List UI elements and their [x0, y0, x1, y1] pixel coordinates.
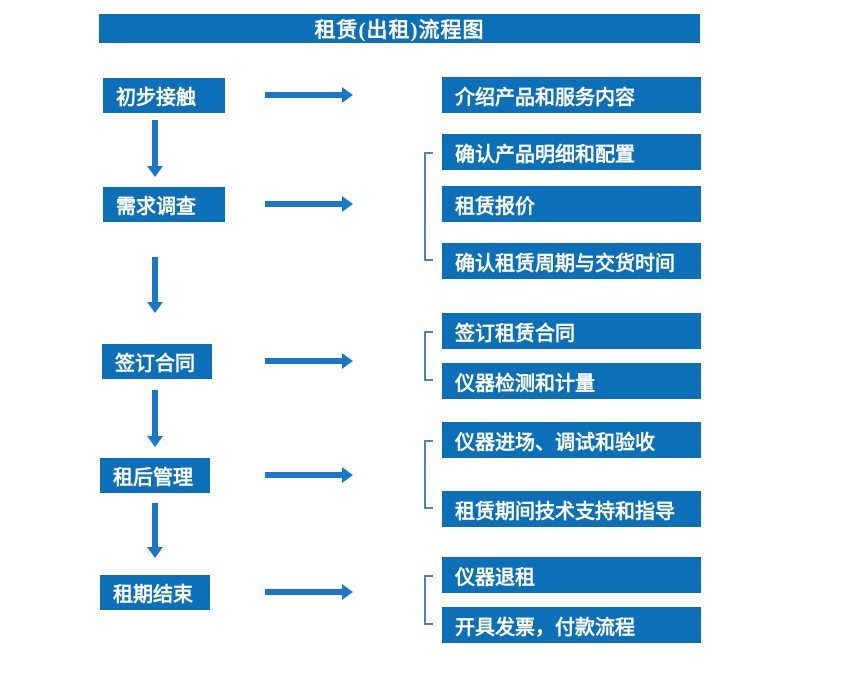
- detail-box-introduce-products: 介绍产品和服务内容: [442, 77, 701, 113]
- arrow-head: [342, 584, 353, 600]
- detail-box-invoice-payment: 开具发票，付款流程: [442, 607, 701, 643]
- bracket-connector: [424, 152, 433, 261]
- arrow-head: [147, 302, 163, 313]
- arrow-head: [147, 436, 163, 447]
- arrow-head: [342, 87, 353, 103]
- arrow-down-icon: [147, 120, 163, 177]
- flowchart-title: 租赁(出租)流程图: [99, 14, 700, 43]
- detail-box-rental-quote: 租赁报价: [442, 186, 701, 222]
- bracket-connector: [424, 440, 433, 509]
- arrow-right-icon: [265, 467, 353, 483]
- detail-box-instrument-setup: 仪器进场、调试和验收: [442, 422, 701, 458]
- bracket-connector: [424, 331, 433, 381]
- step-box-initial-contact: 初步接触: [103, 78, 225, 113]
- arrow-head: [147, 547, 163, 558]
- arrow-down-icon: [147, 503, 163, 558]
- arrow-head: [342, 467, 353, 483]
- step-box-sign-contract: 签订合同: [102, 344, 212, 379]
- detail-box-confirm-product-details: 确认产品明细和配置: [442, 134, 701, 170]
- arrow-right-icon: [265, 87, 353, 103]
- arrow-stem: [152, 257, 158, 303]
- arrow-stem: [152, 120, 158, 167]
- arrow-head: [342, 196, 353, 212]
- step-box-demand-survey: 需求调查: [103, 187, 225, 222]
- arrow-head: [147, 166, 163, 177]
- detail-box-confirm-rental-period: 确认租赁周期与交货时间: [442, 243, 701, 279]
- arrow-right-icon: [265, 196, 353, 212]
- arrow-stem: [265, 358, 343, 364]
- arrow-stem: [265, 201, 343, 207]
- detail-box-technical-support: 租赁期间技术支持和指导: [442, 491, 701, 527]
- detail-box-instrument-testing: 仪器检测和计量: [442, 363, 701, 399]
- arrow-down-icon: [147, 257, 163, 313]
- detail-box-instrument-return: 仪器退租: [442, 557, 701, 593]
- arrow-stem: [152, 390, 158, 437]
- arrow-stem: [265, 92, 343, 98]
- arrow-right-icon: [265, 584, 353, 600]
- step-box-rental-end: 租期结束: [100, 575, 210, 610]
- detail-box-sign-rental-contract: 签订租赁合同: [442, 313, 701, 349]
- arrow-stem: [265, 589, 343, 595]
- step-box-post-rental-management: 租后管理: [100, 458, 210, 493]
- arrow-head: [342, 353, 353, 369]
- arrow-stem: [152, 503, 158, 548]
- bracket-connector: [424, 575, 433, 625]
- arrow-right-icon: [265, 353, 353, 369]
- arrow-down-icon: [147, 390, 163, 447]
- arrow-stem: [265, 472, 343, 478]
